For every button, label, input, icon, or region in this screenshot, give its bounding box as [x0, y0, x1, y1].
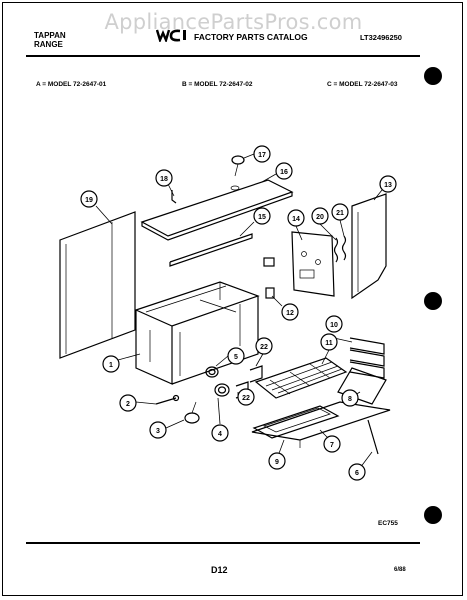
page-border: [2, 2, 463, 596]
ec-number: EC755: [378, 520, 398, 527]
svg-text:3: 3: [156, 428, 160, 435]
callout-2: 2: [119, 394, 137, 412]
catalog-title: FACTORY PARTS CATALOG: [194, 32, 308, 42]
part-control-bracket: [291, 231, 335, 297]
part-spring-right: [341, 235, 347, 261]
part-terminal-block: [184, 401, 200, 424]
part-oven-rack: [254, 357, 348, 399]
part-back-panel: [351, 193, 387, 300]
part-fuse: [263, 257, 275, 267]
part-side-panel: [59, 211, 136, 359]
svg-text:4: 4: [218, 431, 222, 438]
svg-text:9: 9: [275, 459, 279, 466]
model-c-label: C = MODEL 72-2647-03: [327, 81, 398, 88]
callout-9: 9: [268, 452, 286, 470]
callout-13: 13: [379, 175, 397, 193]
svg-text:21: 21: [336, 210, 344, 217]
callout-5: 5: [227, 347, 245, 365]
leader-lines: [95, 153, 383, 469]
svg-text:1: 1: [109, 362, 113, 369]
svg-text:12: 12: [286, 310, 294, 317]
callout-8: 8: [341, 389, 359, 407]
part-drawer: [251, 401, 391, 448]
page-number: D12: [211, 565, 228, 575]
part-burner-knob: [214, 383, 230, 397]
svg-text:16: 16: [280, 169, 288, 176]
callout-1: 1: [102, 355, 120, 373]
callout-12: 12: [281, 303, 299, 321]
svg-text:14: 14: [292, 216, 300, 223]
watermark: AppliancePartsPros.com: [104, 10, 363, 34]
brand-line-1: TAPPAN: [34, 31, 66, 40]
part-clip: [171, 190, 177, 204]
callout-11: 11: [320, 333, 338, 351]
brand-block: TAPPAN RANGE: [34, 31, 66, 49]
svg-text:6: 6: [355, 470, 359, 477]
callout-17: 17: [253, 145, 271, 163]
callout-16: 16: [275, 162, 293, 180]
callout-10: 10: [325, 315, 343, 333]
callout-18: 18: [155, 169, 173, 187]
part-broiler-pan: [337, 367, 387, 405]
header-rule: [26, 55, 420, 57]
document-number: LT32496250: [360, 33, 402, 42]
callout-6: 6: [348, 463, 366, 481]
svg-text:13: 13: [384, 182, 392, 189]
callout-20: 20: [311, 207, 329, 225]
svg-text:19: 19: [85, 197, 93, 204]
callout-labels: 19 18 17 16 15 14 20 21 13 12 1 2 3 4 5 …: [80, 145, 397, 481]
callout-22b: 22: [237, 388, 255, 406]
model-b-label: B = MODEL 72-2647-02: [182, 81, 253, 88]
svg-text:10: 10: [330, 322, 338, 329]
callout-3: 3: [149, 421, 167, 439]
binder-hole-bottom: [424, 506, 442, 524]
part-screw: [155, 394, 180, 405]
part-knob: [231, 155, 245, 177]
part-cabinet-body: [134, 281, 260, 385]
part-heating-element: [349, 337, 385, 379]
part-switch: [265, 287, 275, 299]
svg-text:2: 2: [126, 401, 130, 408]
part-tray: [252, 405, 340, 439]
svg-text:20: 20: [316, 214, 324, 221]
binder-hole-top: [424, 67, 442, 85]
callout-14: 14: [287, 209, 305, 227]
svg-text:18: 18: [160, 176, 168, 183]
callout-4: 4: [211, 424, 229, 442]
model-a-label: A = MODEL 72-2647-01: [36, 81, 107, 88]
wci-logo: [156, 29, 186, 42]
part-knob-cluster: [205, 366, 219, 378]
callout-15: 15: [253, 207, 271, 225]
callout-21: 21: [331, 203, 349, 221]
svg-text:8: 8: [348, 396, 352, 403]
footer-rule: [26, 542, 420, 544]
date-code: 6/88: [394, 567, 406, 573]
binder-hole-middle: [424, 292, 442, 310]
svg-text:15: 15: [258, 214, 266, 221]
svg-text:11: 11: [325, 340, 333, 347]
callout-7: 7: [323, 435, 341, 453]
callout-22a: 22: [255, 337, 273, 355]
part-rail: [169, 233, 253, 267]
part-spring-left: [333, 237, 339, 263]
brand-line-2: RANGE: [34, 40, 63, 49]
part-top-panel: [140, 179, 294, 241]
svg-text:17: 17: [258, 152, 266, 159]
svg-text:22: 22: [242, 395, 250, 402]
callout-19: 19: [80, 190, 98, 208]
svg-text:7: 7: [330, 442, 334, 449]
svg-text:22: 22: [260, 344, 268, 351]
svg-text:5: 5: [234, 354, 238, 361]
part-leg: [367, 419, 379, 455]
